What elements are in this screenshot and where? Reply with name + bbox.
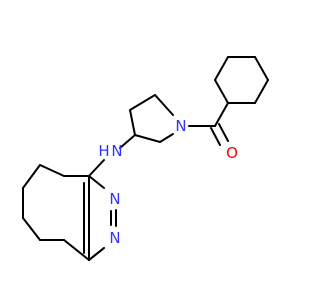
bond bbox=[214, 79, 229, 104]
pyrrolidine-nitrogen-label: N bbox=[175, 117, 186, 135]
carbonyl-group bbox=[188, 102, 229, 146]
bond bbox=[129, 109, 136, 136]
bond bbox=[88, 159, 105, 177]
double-bond-line bbox=[210, 127, 221, 146]
bond bbox=[22, 217, 41, 241]
bond bbox=[129, 94, 156, 111]
bond bbox=[22, 164, 41, 189]
bond bbox=[254, 79, 269, 104]
pyrimidine-ring bbox=[83, 175, 117, 261]
bond bbox=[214, 56, 229, 81]
cyclohexane-ring bbox=[214, 56, 269, 104]
bond bbox=[63, 239, 90, 261]
bond bbox=[154, 94, 174, 116]
bond bbox=[88, 247, 105, 261]
bond bbox=[134, 134, 161, 143]
bond bbox=[119, 134, 136, 149]
bond bbox=[214, 102, 229, 127]
carbonyl-oxygen-label: O bbox=[226, 144, 238, 162]
molecule-structure-diagram: N O N H N N bbox=[22, 56, 269, 261]
amine-linkage bbox=[88, 134, 136, 177]
pyrimidine-n1-label: N bbox=[109, 229, 120, 247]
bond bbox=[88, 175, 105, 189]
bond bbox=[159, 133, 174, 143]
amine-nitrogen-label: N bbox=[111, 142, 122, 160]
amine-hydrogen-label: H bbox=[98, 142, 109, 160]
pyrimidine-n3-label: N bbox=[109, 190, 120, 208]
pyrrolidine-ring bbox=[129, 94, 174, 143]
bond bbox=[39, 164, 65, 177]
double-bond-line bbox=[218, 123, 229, 142]
cycloheptane-ring bbox=[22, 164, 90, 261]
bond bbox=[254, 56, 269, 81]
